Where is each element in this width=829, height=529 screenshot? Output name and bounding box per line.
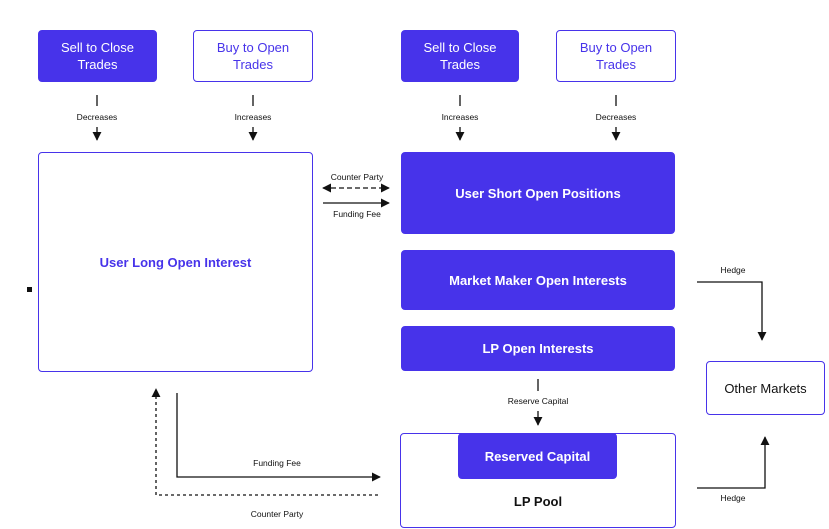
sell-to-close-trades-left: Sell to Close Trades (38, 30, 157, 82)
user-short-open-positions: User Short Open Positions (401, 152, 675, 234)
arrow-funding-fee-bottom (176, 393, 381, 482)
label-hedge-top: Hedge (720, 265, 746, 275)
label-funding-fee-bottom: Funding Fee (253, 458, 301, 468)
buy-to-open-trades-right: Buy to Open Trades (556, 30, 676, 82)
label-funding-fee-top: Funding Fee (333, 209, 381, 219)
label-counter-party-top: Counter Party (330, 172, 384, 182)
reserved-capital: Reserved Capital (458, 433, 617, 479)
lp-open-interests: LP Open Interests (401, 326, 675, 371)
label-counter-party-bottom: Counter Party (250, 509, 304, 519)
label-right-decreases: Decreases (595, 112, 637, 122)
label-right-increases: Increases (441, 112, 479, 122)
buy-to-open-trades-left: Buy to Open Trades (193, 30, 313, 82)
arrow-counter-party-bottom (151, 388, 378, 496)
arrow-hedge-bottom (697, 436, 770, 489)
arrow-hedge-top (697, 281, 767, 341)
label-left-increases: Increases (234, 112, 272, 122)
label-hedge-bottom: Hedge (720, 493, 746, 503)
market-maker-open-interests: Market Maker Open Interests (401, 250, 675, 310)
label-reserve-capital: Reserve Capital (507, 396, 569, 406)
other-markets: Other Markets (706, 361, 825, 415)
user-long-open-interest: User Long Open Interest (38, 152, 313, 372)
lp-pool-label: LP Pool (513, 494, 563, 509)
sell-to-close-trades-right: Sell to Close Trades (401, 30, 519, 82)
edge-marker (27, 287, 32, 292)
label-left-decreases: Decreases (76, 112, 118, 122)
